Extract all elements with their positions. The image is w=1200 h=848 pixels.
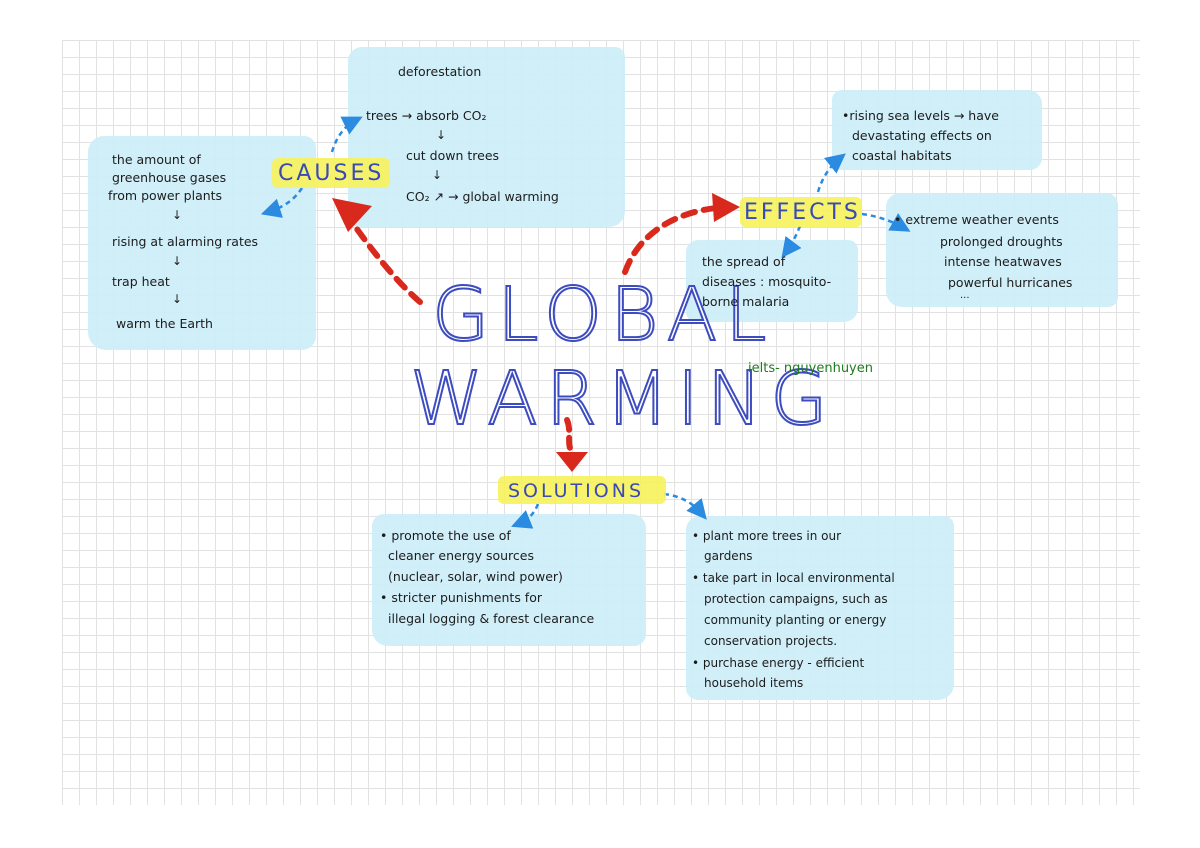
sea-line-3: coastal habitats: [852, 148, 952, 163]
deforestation-heading: deforestation: [398, 64, 482, 79]
greenhouse-line-1: the amount of: [112, 152, 201, 167]
blue-arrow-causes-deforestation: [330, 116, 363, 153]
greenhouse-line-2: greenhouse gases: [112, 170, 227, 185]
blue-arrow-solutions-right: [663, 492, 707, 520]
solutions-right-line-2: gardens: [704, 549, 753, 563]
solutions-right-line-5: community planting or energy: [704, 613, 887, 627]
disease-line-2: diseases : mosquito-: [702, 274, 832, 289]
red-arrowhead-effects: [712, 193, 740, 222]
causes-highlight: [272, 158, 390, 188]
blue-arrow-effects-disease: [781, 225, 802, 259]
solutions-right-line-1: • plant more trees in our: [692, 529, 842, 543]
greenhouse-line-3: from power plants: [108, 188, 223, 203]
title-line-2: WARMING: [409, 355, 836, 443]
weather-box: [886, 193, 1118, 307]
weather-line-2: prolonged droughts: [940, 234, 1063, 249]
solutions-label: SOLUTIONS: [508, 480, 644, 502]
effects-label: EFFECTS: [744, 200, 861, 225]
solutions-right-line-6: conservation projects.: [704, 634, 838, 648]
disease-box: [686, 240, 858, 322]
down-arrow-icon: ↓: [172, 254, 183, 268]
blue-arrow-effects-weather: [861, 212, 911, 232]
deforestation-step-3: CO₂ ↗ → global warming: [406, 189, 559, 204]
red-arrowhead-causes: [332, 198, 372, 232]
red-arrowhead-solutions: [556, 452, 588, 472]
weather-line-1: • extreme weather events: [894, 212, 1059, 227]
sea-level-box: [832, 90, 1042, 170]
solutions-left-line-1: • promote the use of: [380, 528, 511, 543]
sea-line-2: devastating effects on: [852, 128, 992, 143]
blue-arrow-effects-sea: [816, 153, 846, 193]
down-arrow-icon: ↓: [172, 208, 183, 222]
solutions-right-line-7: • purchase energy - efficient: [692, 656, 865, 670]
red-arrow-to-effects: [622, 205, 719, 275]
solutions-right-line-3: • take part in local environmental: [692, 571, 895, 585]
solutions-left-line-2: cleaner energy sources: [388, 548, 534, 563]
solutions-right-box: [686, 516, 954, 700]
author-credit: ielts- nguyenhuyen: [748, 361, 873, 376]
red-arrow-to-causes: [349, 219, 423, 305]
solutions-left-line-4: • stricter punishments for: [380, 590, 542, 605]
greenhouse-step-3: trap heat: [112, 274, 170, 289]
solutions-right-line-8: household items: [704, 676, 804, 690]
disease-line-3: borne malaria: [702, 294, 790, 309]
solutions-left-box: [372, 514, 646, 646]
disease-line-1: the spread of: [702, 254, 786, 269]
weather-line-3: intense heatwaves: [944, 254, 1062, 269]
greenhouse-step-2: rising at alarming rates: [112, 234, 259, 249]
down-arrow-icon: ↓: [432, 168, 443, 182]
down-arrow-icon: ↓: [436, 128, 447, 142]
greenhouse-step-4: warm the Earth: [116, 316, 213, 331]
down-arrow-icon: ↓: [172, 292, 183, 306]
deforestation-step-2: cut down trees: [406, 148, 500, 163]
solutions-left-line-5: illegal logging & forest clearance: [388, 611, 595, 626]
title-line-1: GLOBAL: [431, 271, 775, 359]
effects-highlight: [740, 197, 862, 227]
sea-line-1: •rising sea levels → have: [842, 108, 999, 123]
deforestation-box: [348, 47, 625, 227]
red-arrow-to-solutions: [564, 417, 575, 455]
solutions-highlight: [498, 476, 666, 504]
solutions-right-line-4: protection campaigns, such as: [704, 592, 888, 606]
blue-arrow-causes-greenhouse: [260, 187, 304, 218]
causes-label: CAUSES: [278, 161, 385, 186]
weather-line-4: powerful hurricanes: [948, 275, 1073, 290]
solutions-left-line-3: (nuclear, solar, wind power): [388, 569, 563, 584]
deforestation-step-1: trees → absorb CO₂: [366, 108, 487, 123]
blue-arrow-solutions-left: [511, 503, 540, 529]
weather-line-5: ...: [960, 290, 970, 301]
